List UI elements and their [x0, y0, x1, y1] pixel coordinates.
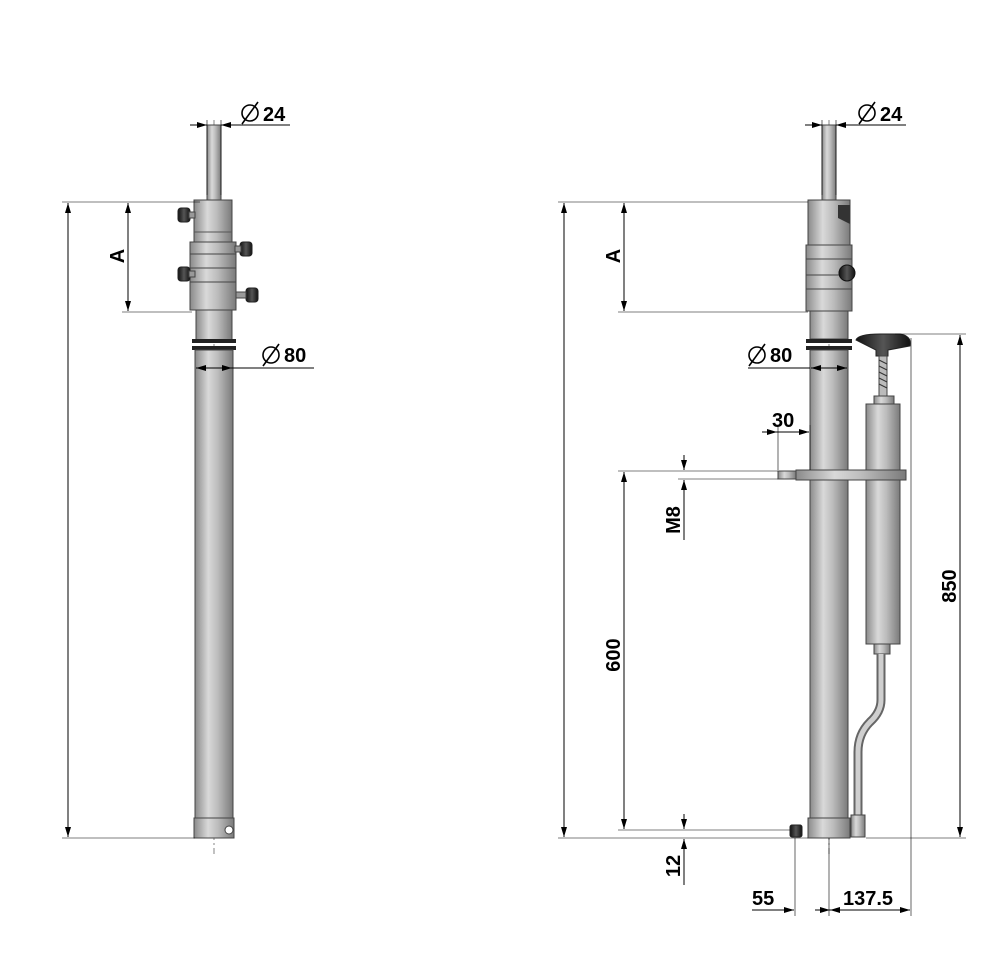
right-knob [838, 264, 856, 282]
right-dim-dia24: 24 [805, 101, 906, 195]
left-dim-dia24: 24 [190, 101, 290, 195]
left-knob-4 [235, 287, 259, 303]
right-12-label: 12 [663, 855, 685, 877]
left-o-ring-1 [192, 339, 236, 343]
right-head-notch [838, 205, 850, 224]
right-dia80-label: 80 [770, 345, 792, 367]
pump-cap [873, 395, 895, 405]
right-m8-label: M8 [663, 506, 685, 534]
left-dim-dia80: 80 [196, 343, 314, 371]
pump-assembly [850, 333, 911, 838]
right-dim-30: 30 [762, 410, 811, 470]
right-view: 24 A 80 30 [558, 101, 966, 916]
pump-bracket [795, 469, 907, 481]
left-dia24-label: 24 [263, 104, 286, 126]
right-dim-12: 12 [663, 814, 687, 885]
right-dia24-label: 24 [880, 104, 903, 126]
right-foot [807, 817, 851, 839]
left-a-label: A [107, 249, 129, 263]
right-clamp-ring-4 [805, 288, 853, 312]
right-foot-screw [789, 824, 803, 838]
right-o-ring-2 [806, 346, 852, 350]
right-o-ring-1 [806, 339, 852, 343]
right-top-spindle [821, 124, 837, 204]
right-dim-850: 850 [866, 333, 966, 839]
right-a-label: A [603, 249, 625, 263]
left-knob-1 [177, 207, 196, 223]
pump-hose-fitting [850, 814, 866, 838]
right-dim-bottom: 55 137.5 [752, 338, 912, 916]
m8-stud [777, 470, 797, 480]
pump-bottom [873, 643, 891, 655]
right-dim-a: A [558, 201, 808, 313]
pump-cylinder [865, 403, 901, 645]
left-clamp-ring-1 [189, 241, 237, 255]
right-dim-600: 600 [603, 472, 790, 831]
right-137-label: 137.5 [843, 888, 893, 910]
right-clamp-ring-1 [805, 244, 853, 260]
left-upper-tube [195, 309, 233, 341]
left-knob-2 [234, 241, 253, 257]
pump-t-handle [855, 333, 911, 357]
right-850-label: 850 [939, 569, 961, 602]
right-main-tube [809, 349, 849, 839]
right-600-label: 600 [603, 638, 625, 671]
right-dim-dia80: 80 [748, 343, 847, 371]
right-upper-tube [809, 310, 849, 340]
right-55-label: 55 [752, 888, 774, 910]
left-dia80-label: 80 [284, 345, 306, 367]
left-foot [193, 817, 235, 839]
left-head-block [193, 199, 233, 243]
left-o-ring-2 [192, 346, 236, 350]
right-dim-m8: M8 [618, 455, 778, 540]
left-clamp-ring-2 [189, 253, 237, 269]
left-foot-hole [224, 825, 234, 835]
left-clamp-ring-4 [189, 281, 237, 311]
pump-hose-inner [855, 654, 884, 820]
right-30-label: 30 [772, 410, 794, 432]
left-clamp-ring-3 [189, 267, 237, 283]
left-dim-a: A [62, 201, 200, 313]
left-top-spindle [206, 124, 222, 204]
left-main-tube [194, 349, 234, 839]
left-view: 24 A 80 [62, 101, 314, 855]
left-knob-3 [177, 266, 196, 282]
